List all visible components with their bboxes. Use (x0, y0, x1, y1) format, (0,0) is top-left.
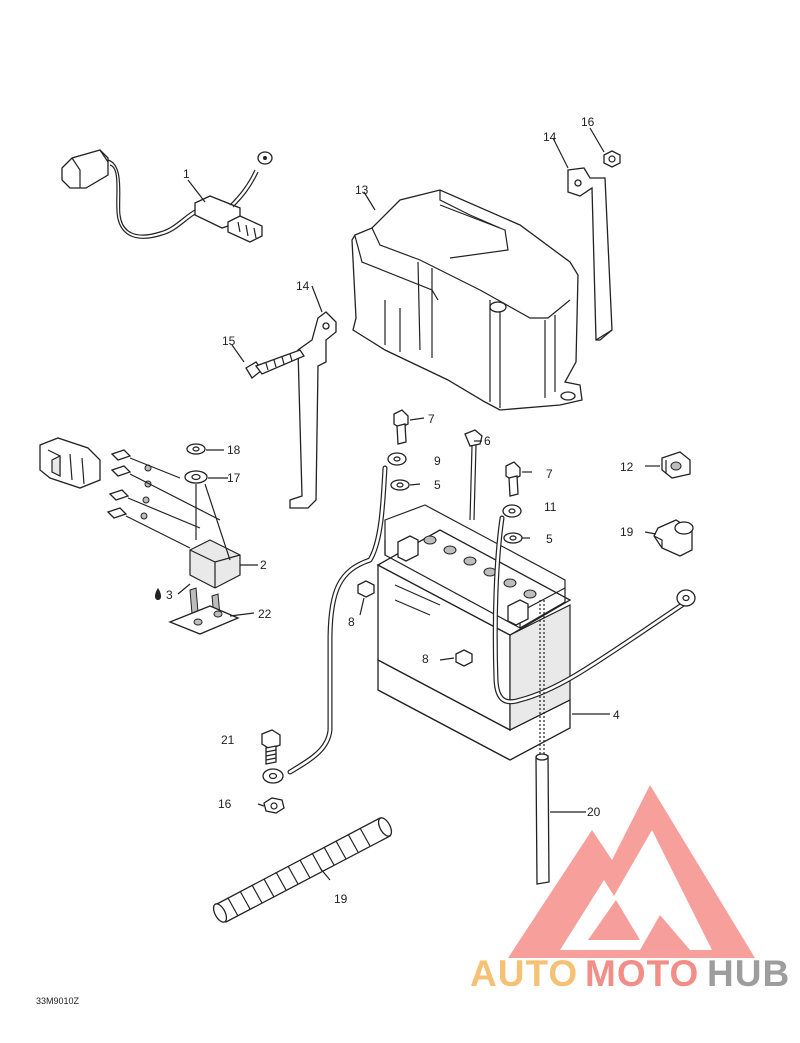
callout-5-right: 5 (546, 532, 553, 546)
washer-5-right-part (503, 532, 523, 544)
vent-tube-part (535, 600, 550, 885)
screw-15-part (245, 349, 305, 379)
washer-18-part (186, 443, 206, 455)
callout-22: 22 (258, 607, 272, 621)
callout-5-left: 5 (434, 478, 441, 492)
nut-top-part (603, 150, 621, 168)
callout-14-left: 14 (296, 279, 310, 293)
bolt-21-part (261, 729, 281, 765)
callout-12: 12 (620, 460, 634, 474)
callout-16-bottom: 16 (218, 797, 232, 811)
callout-7-right: 7 (546, 467, 553, 481)
boot-19-part (653, 519, 694, 557)
nut-8-left-part (357, 580, 375, 598)
callout-13: 13 (355, 183, 369, 197)
callout-19-boot: 19 (620, 525, 634, 539)
callout-16-top: 16 (581, 115, 595, 129)
callout-7-top: 7 (428, 412, 435, 426)
watermark-hub-text: HUB (707, 953, 790, 994)
cable-11-part (492, 504, 696, 705)
bracket-right-part (567, 167, 613, 341)
washer-5-left-part (390, 479, 410, 491)
screw-7-right-part (505, 461, 521, 497)
callout-15: 15 (222, 334, 236, 348)
nut-16-lower-part (263, 797, 285, 814)
battery-box-part (351, 189, 583, 411)
callout-2: 2 (260, 558, 267, 572)
screw-7-top-part (393, 409, 409, 445)
automotohub-watermark: AUTO MOTO HUB (470, 785, 790, 994)
clip-12-part (661, 451, 691, 479)
callout-9: 9 (434, 454, 441, 468)
sleeve-19-part (212, 817, 393, 923)
callout-21: 21 (221, 733, 235, 747)
vent-fitting-part (464, 429, 483, 521)
watermark-auto-text: AUTO (470, 953, 578, 994)
callout-4: 4 (613, 708, 620, 722)
callout-6: 6 (484, 434, 491, 448)
bracket-left-part (289, 311, 337, 509)
callout-14-right: 14 (543, 130, 557, 144)
callout-17: 17 (227, 471, 241, 485)
callout-19-sleeve: 19 (334, 892, 348, 906)
washer-17-part (184, 470, 208, 484)
callout-3: 3 (166, 588, 173, 602)
cable-9-part (262, 452, 407, 784)
callout-8-left: 8 (348, 615, 355, 629)
callout-18: 18 (227, 443, 241, 457)
watermark-moto-text: MOTO (585, 953, 699, 994)
wiring-harness-part (61, 149, 273, 243)
callout-1: 1 (183, 167, 190, 181)
callout-labels: 1 2 3 4 5 5 6 7 7 8 8 9 11 12 13 14 14 1… (166, 115, 634, 906)
callout-11: 11 (544, 500, 557, 514)
callout-8-right: 8 (422, 652, 429, 666)
nut-8-right-part (455, 649, 473, 667)
watermark-logo-triangle (508, 785, 755, 958)
battery-part (376, 504, 572, 761)
reference-code: 33M9010Z (36, 996, 80, 1006)
callout-20: 20 (587, 805, 601, 819)
regulator-assembly-part (39, 437, 241, 635)
leader-lines (177, 127, 660, 881)
